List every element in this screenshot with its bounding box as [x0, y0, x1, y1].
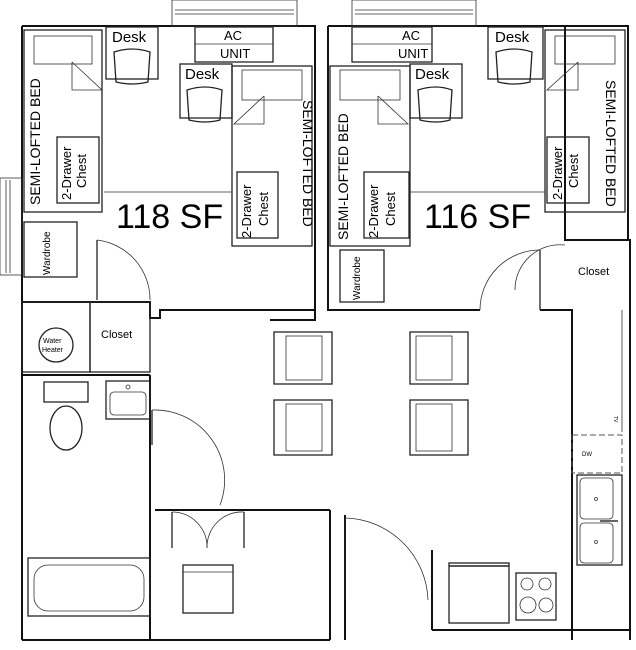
room-area-left: 118 SF	[116, 198, 223, 236]
water-heater: Water Heater	[21, 301, 91, 373]
armchair	[409, 399, 469, 456]
bed-label: SEMI-LOFTED BED	[603, 80, 619, 207]
refrigerator-icon	[448, 562, 510, 624]
bed-label: SEMI-LOFTED BED	[27, 78, 43, 205]
door-bathroom[interactable]	[151, 409, 226, 506]
bed-left-2: SEMI-LOFTED BED 2-Drawer Chest	[231, 65, 316, 247]
closet-utility: Closet	[89, 301, 151, 373]
chair-icon	[417, 86, 453, 123]
stove-icon	[515, 572, 557, 621]
wardrobe-right: Wardrobe	[339, 249, 385, 303]
window-side	[0, 177, 23, 276]
bed-right-2: SEMI-LOFTED BED 2-Drawer Chest	[544, 29, 626, 213]
chest-left-2	[236, 171, 279, 239]
door-left-room[interactable]	[96, 239, 151, 301]
entry-door[interactable]	[344, 517, 429, 601]
window-left-room	[171, 0, 298, 27]
chest-label: Chest	[566, 154, 581, 188]
tv-label: TV	[612, 416, 618, 423]
washer-dryer-icon	[182, 564, 234, 614]
armchair	[409, 331, 469, 385]
chair-icon	[495, 48, 533, 85]
water-heater-label: Heater	[42, 347, 64, 354]
sink-icon	[105, 380, 151, 420]
wardrobe-label: Wardrobe	[352, 256, 363, 300]
ac-label: AC	[224, 28, 242, 43]
closet-label: Closet	[578, 266, 609, 278]
window-right-room	[351, 0, 477, 27]
chest-label: Chest	[256, 192, 271, 226]
desk-left-2: Desk	[179, 63, 233, 123]
armchair	[273, 399, 333, 456]
chest-label: 2-Drawer	[366, 184, 381, 238]
toilet-icon	[43, 381, 89, 451]
ac-label: UNIT	[398, 46, 428, 61]
dishwasher-label: DW	[582, 452, 592, 458]
armchair	[273, 331, 333, 385]
kitchen-counter: TV	[612, 310, 623, 432]
wardrobe-label: Wardrobe	[42, 231, 53, 275]
room-area-right: 116 SF	[424, 198, 531, 236]
closet-hall[interactable]	[171, 511, 245, 614]
chest-label: Chest	[74, 154, 89, 188]
wardrobe-left: Wardrobe	[23, 221, 78, 278]
chest-label: 2-Drawer	[239, 184, 254, 238]
chest-right-2	[546, 136, 590, 204]
ac-unit-left: AC UNIT	[194, 26, 274, 63]
desk-label: Desk	[415, 66, 450, 83]
ac-label: UNIT	[220, 46, 250, 61]
desk-right-2: Desk	[487, 26, 544, 85]
chair-icon	[113, 48, 151, 85]
chest-left-1	[56, 136, 100, 204]
desk-right-1: Desk	[409, 63, 463, 123]
ac-unit-right: AC UNIT	[351, 26, 433, 63]
ac-label: AC	[402, 28, 420, 43]
desk-label: Desk	[495, 29, 530, 46]
water-heater-label: Water	[43, 338, 62, 345]
bathtub-icon	[27, 557, 151, 617]
bed-label: SEMI-LOFTED BED	[335, 113, 351, 240]
kitchen-sink-icon	[576, 474, 623, 566]
closet-right: Closet	[514, 244, 609, 291]
bed-right-1: SEMI-LOFTED BED 2-Drawer Chest	[329, 65, 411, 247]
bed-left-1: SEMI-LOFTED BED 2-Drawer Chest	[23, 29, 104, 213]
chest-label: Chest	[383, 192, 398, 226]
door-right-room[interactable]	[479, 249, 541, 311]
chest-label: 2-Drawer	[59, 146, 74, 200]
bed-label: SEMI-LOFTED BED	[300, 100, 316, 227]
closet-label: Closet	[101, 329, 132, 341]
desk-left-1: Desk	[105, 26, 159, 85]
desk-label: Desk	[185, 66, 220, 83]
desk-label: Desk	[112, 29, 147, 46]
chair-icon	[186, 86, 223, 123]
chest-right-1	[363, 171, 410, 239]
dishwasher: DW	[571, 434, 623, 474]
chest-label: 2-Drawer	[550, 146, 565, 200]
